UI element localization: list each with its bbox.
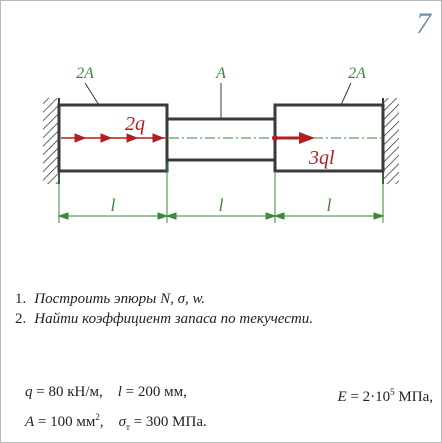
given-line-1: q = 80 кН/м, l = 200 мм, E = 2·105 МПа, (25, 380, 435, 405)
label-distributed-load: 2q (125, 113, 145, 135)
label-span-3: l (326, 195, 331, 215)
card-number: 7 (416, 7, 431, 40)
label-span-2: l (218, 195, 223, 215)
given-data: q = 80 кН/м, l = 200 мм, E = 2·105 МПа, … (25, 380, 435, 440)
leader-right-area (340, 82, 352, 106)
dimension-lines (57, 163, 385, 223)
label-left-area: 2A (76, 65, 94, 82)
left-wall-support (43, 98, 60, 184)
point-force-arrow (272, 132, 315, 144)
label-point-force: 3ql (308, 147, 335, 169)
given-line-2: A = 100 мм2, σт = 300 МПа. (25, 412, 207, 432)
label-span-1: l (110, 195, 115, 215)
distributed-load-arrows (61, 133, 165, 143)
leader-left-area (84, 82, 100, 106)
label-right-area: 2A (348, 65, 366, 82)
task-list: 1.Построить эпюры N, σ, w. 2.Найти коэфф… (15, 289, 313, 329)
beam-diagram: 2A A 2A l l l 2q 3ql (43, 65, 399, 223)
task-item: 2.Найти коэффициент запаса по текучести. (15, 311, 313, 327)
right-wall-support (382, 98, 399, 184)
task-item: 1.Построить эпюры N, σ, w. (15, 291, 206, 307)
given-elastic-modulus: E = 2·105 МПа, (337, 387, 433, 405)
rod-section-middle (165, 117, 277, 162)
label-middle-area: A (215, 65, 226, 82)
